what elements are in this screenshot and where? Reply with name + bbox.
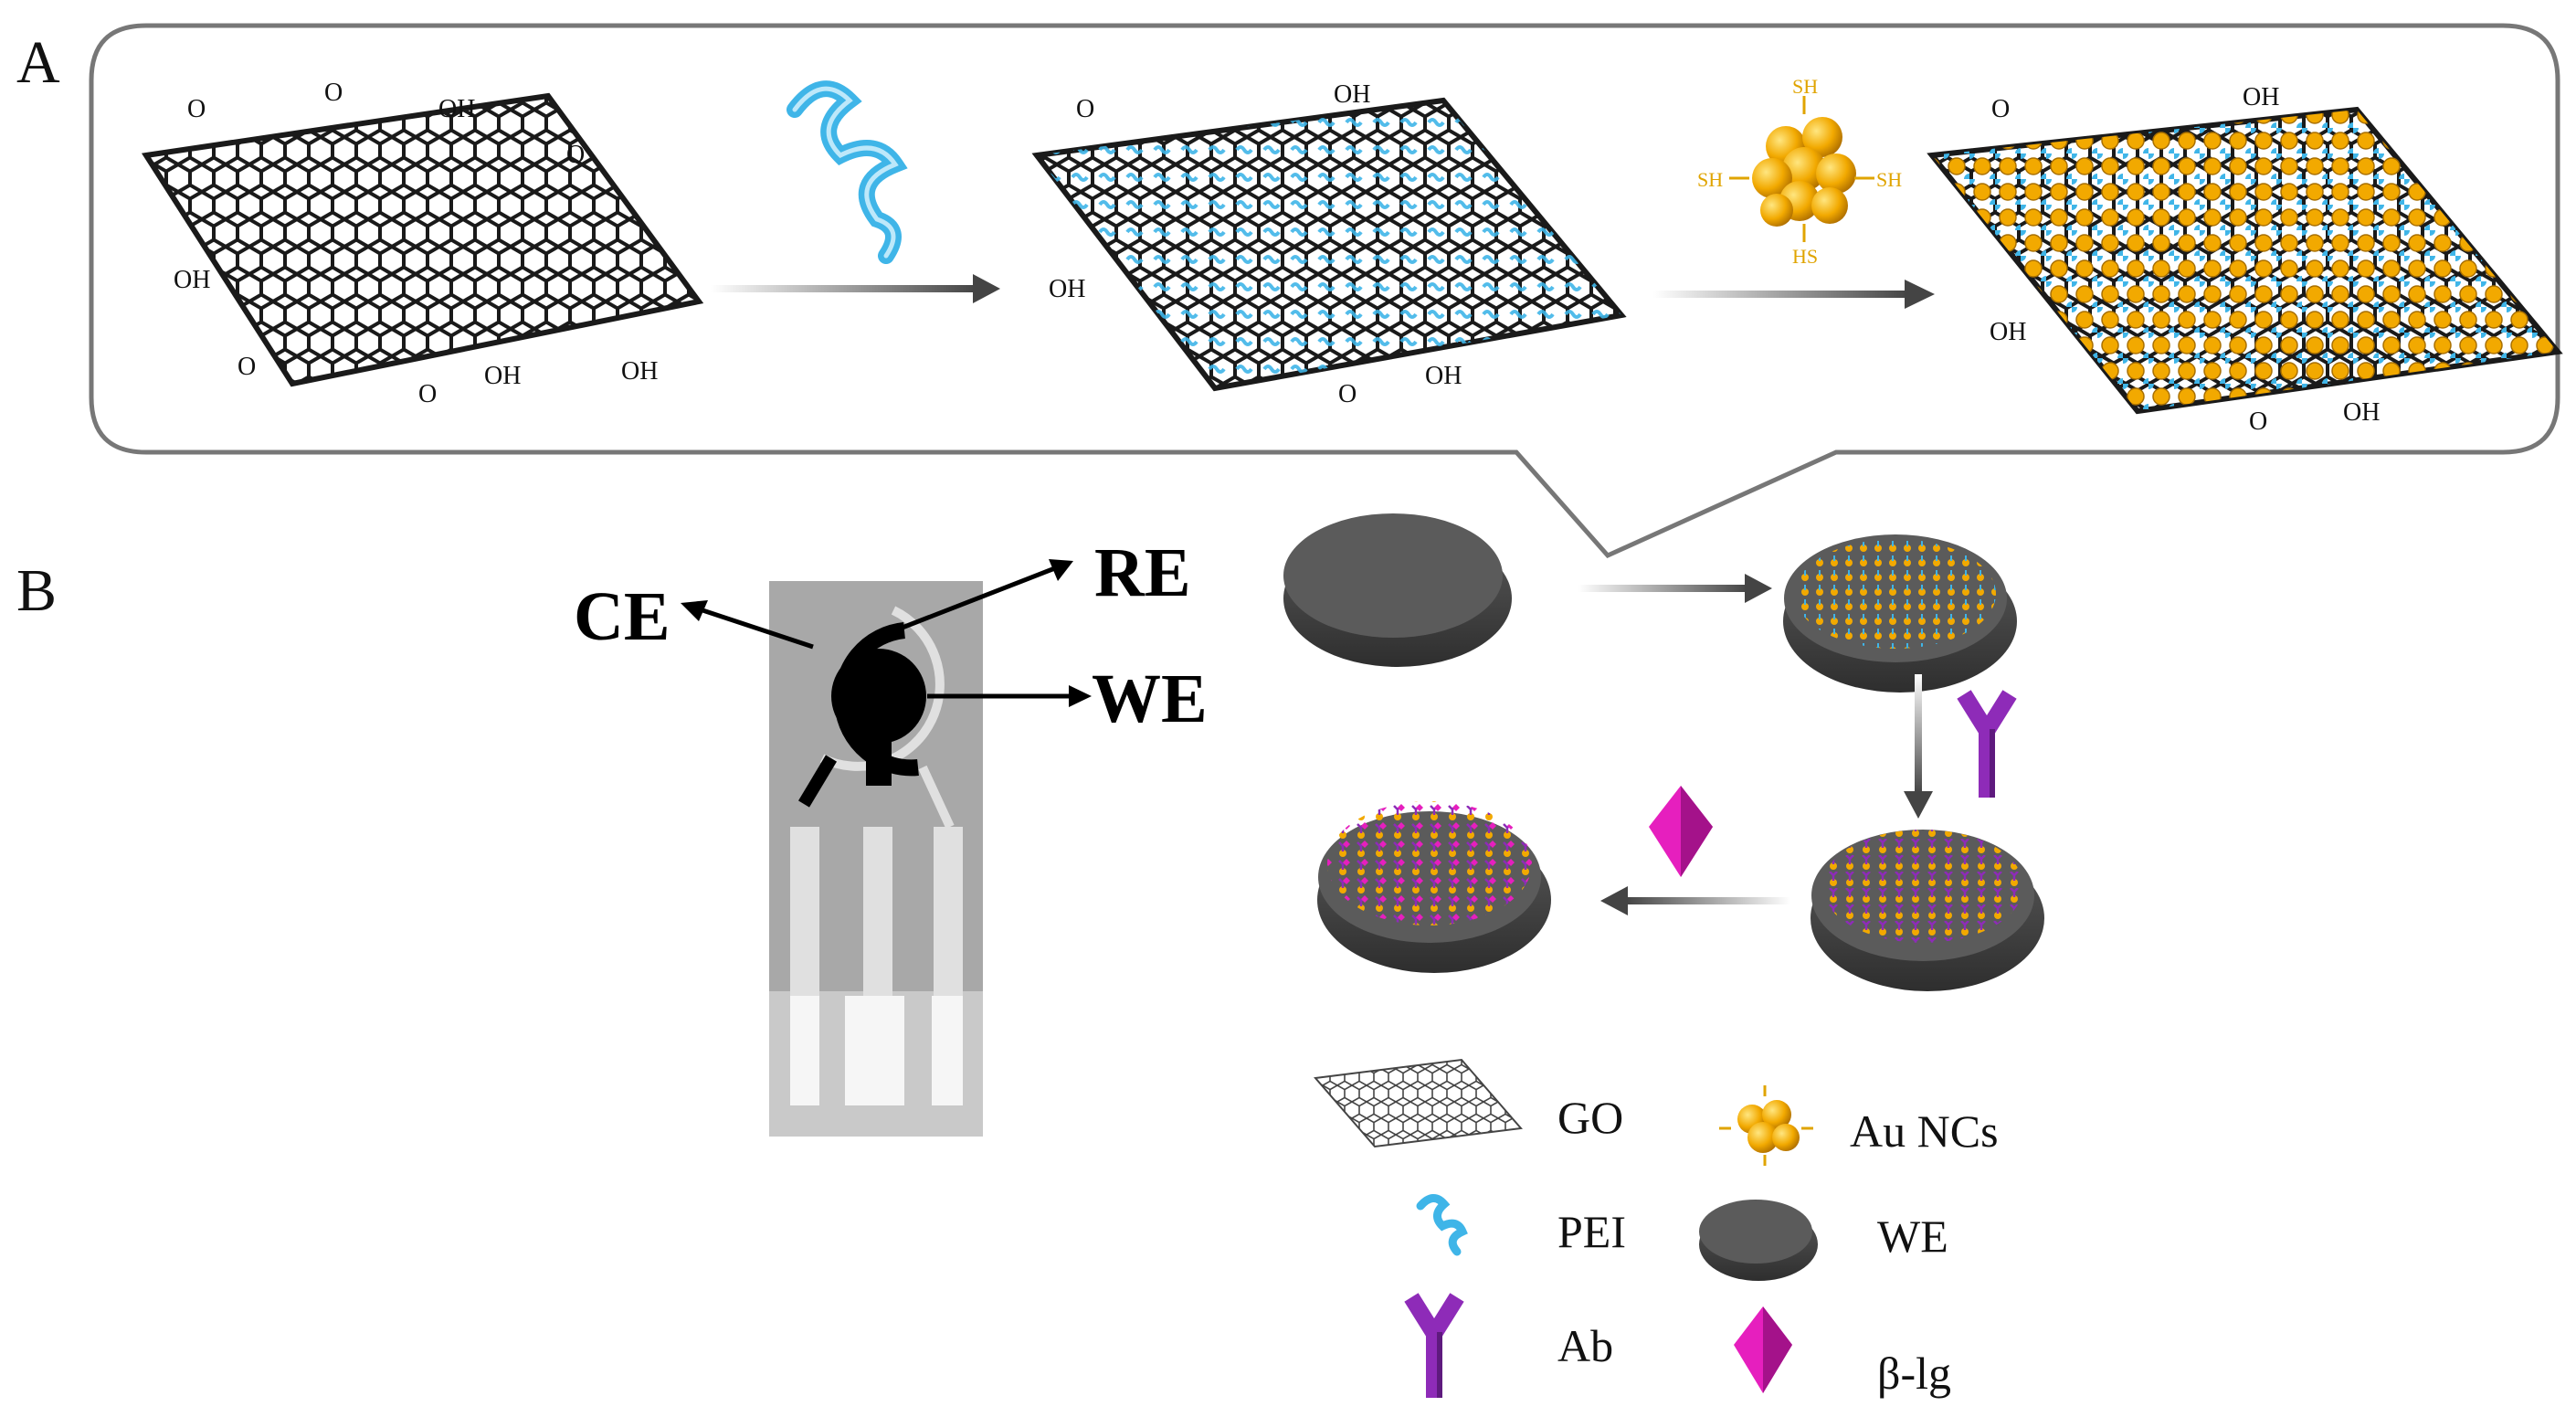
legend: GO Au NCs PEI WE Ab [1314,1058,1999,1399]
legend-ab-label: Ab [1557,1320,1613,1371]
group-label: OH [484,362,521,390]
group-label: OH [1334,80,1370,109]
label-ce: CE [574,578,670,655]
arrow-step-5 [1600,886,1790,915]
group-label: O [324,79,343,107]
legend-blg-swatch [1734,1306,1792,1393]
arrow-step-3 [1578,574,1772,603]
go-pei-sheet: O OH OH O OH [1031,80,1627,408]
arrow-step-2 [1653,280,1935,309]
legend-au-label: Au NCs [1850,1105,1999,1157]
legend-au-swatch [1719,1085,1813,1166]
group-label: O [1991,95,2010,123]
group-label: O [238,353,256,381]
legend-go-swatch [1314,1058,1523,1148]
arrow-step-1 [711,274,1000,303]
group-label: OH [2243,83,2279,111]
legend-pei-swatch [1416,1194,1468,1256]
group-label: OH [2343,398,2380,427]
group-label: O [1338,380,1357,408]
antigen-icon [1649,786,1713,877]
modified-we-disc [1783,534,2017,693]
legend-we-label: WE [1877,1211,1948,1262]
label-we: WE [1092,661,1208,737]
thiol-label: SH [1697,168,1723,191]
legend-blg-label: β-lg [1877,1348,1951,1399]
panel-label-a: A [16,29,60,96]
legend-go-label: GO [1557,1092,1623,1143]
group-label: O [2249,407,2267,436]
group-label: OH [1049,275,1085,303]
screen-printed-electrode [769,581,983,1137]
go-pei-au-sheet: O OH OH O OH [1927,83,2563,436]
group-label: OH [621,357,658,386]
thiol-label: SH [1792,75,1818,98]
pei-molecule [787,80,908,264]
legend-ab-swatch [1404,1293,1464,1398]
panel-label-b: B [16,557,57,624]
electrode-pointers [681,559,1092,707]
legend-pei-label: PEI [1557,1206,1626,1257]
antibody-we-disc [1811,830,2044,991]
group-label: O [187,95,206,123]
group-label: OH [1425,362,1462,390]
antibody-icon [1957,690,2017,798]
arrow-step-4 [1904,674,1933,819]
antigen-we-disc [1317,801,1551,973]
group-label: O [418,380,437,408]
group-label: O [566,141,585,169]
legend-we-swatch [1699,1200,1818,1281]
thiol-label: HS [1792,245,1818,268]
group-label: OH [1990,318,2026,346]
go-sheet: O O OH O OH O O OH OH [141,79,704,408]
group-label: OH [174,266,210,294]
group-label: O [1076,95,1094,123]
group-label: OH [438,95,475,123]
au-nc-cluster: SH SH SH HS [1697,75,1902,268]
label-re: RE [1094,534,1191,611]
thiol-label: SH [1876,168,1902,191]
bare-we-disc [1283,513,1512,667]
